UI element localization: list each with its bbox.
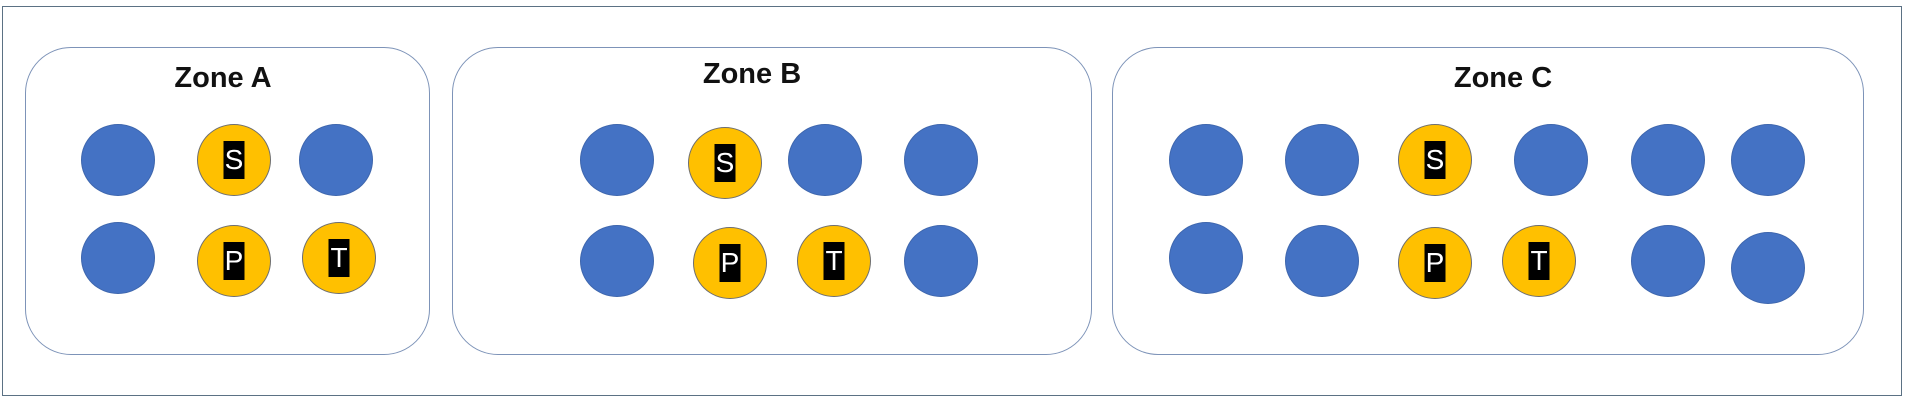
zone-b-box (452, 47, 1092, 355)
node-blue (1631, 124, 1705, 196)
node-blue (1731, 232, 1805, 304)
zone-title: Zone A (174, 62, 272, 94)
node-s: S (688, 127, 762, 199)
node-label: T (823, 242, 845, 280)
diagram-frame (2, 6, 1902, 396)
node-t: T (1502, 225, 1576, 297)
node-p: P (197, 225, 271, 297)
node-blue (1731, 124, 1805, 196)
node-s: S (197, 124, 271, 196)
node-label: S (223, 141, 245, 179)
node-blue (81, 124, 155, 196)
node-label: P (223, 242, 245, 280)
node-blue (1514, 124, 1588, 196)
zone-c-box (1112, 47, 1864, 355)
node-blue (81, 222, 155, 294)
node-blue (1285, 225, 1359, 297)
node-label: S (714, 144, 736, 182)
node-blue (904, 124, 978, 196)
node-blue (1169, 124, 1243, 196)
node-p: P (693, 227, 767, 299)
node-blue (580, 124, 654, 196)
node-t: T (302, 222, 376, 294)
node-label: P (719, 244, 741, 282)
node-t: T (797, 225, 871, 297)
node-blue (1169, 222, 1243, 294)
zone-a-box (25, 47, 430, 355)
zone-title: Zone C (1453, 62, 1553, 94)
node-blue (580, 225, 654, 297)
node-label: P (1424, 244, 1446, 282)
node-blue (1285, 124, 1359, 196)
node-p: P (1398, 227, 1472, 299)
node-s: S (1398, 124, 1472, 196)
node-blue (299, 124, 373, 196)
node-label: T (1528, 242, 1550, 280)
zone-title: Zone B (702, 58, 802, 90)
node-blue (1631, 225, 1705, 297)
node-blue (904, 225, 978, 297)
node-label: S (1424, 141, 1446, 179)
node-blue (788, 124, 862, 196)
node-label: T (328, 239, 350, 277)
